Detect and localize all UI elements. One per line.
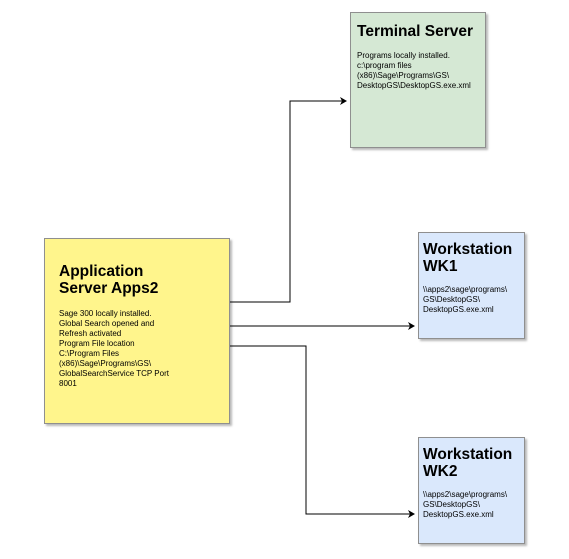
workstation-wk1-description: \\apps2\sage\programs\ GS\DesktopGS\ Des…	[423, 285, 518, 315]
terminal-server-line: c:\program files	[357, 61, 412, 71]
terminal-server-description: Programs locally installed. c:\program f…	[357, 51, 479, 91]
workstation-wk2-line: GS\DesktopGS\	[423, 500, 480, 510]
application-server-line: GlobalSearchService TCP Port	[59, 369, 169, 379]
workstation-wk1-title: Workstation WK1	[423, 241, 518, 275]
terminal-server-title: Terminal Server	[357, 23, 474, 40]
terminal-server-line: Programs locally installed.	[357, 51, 450, 61]
workstation-wk1-line: DesktopGS.exe.xml	[423, 305, 494, 315]
workstation-wk1-line: \\apps2\sage\programs\	[423, 285, 508, 295]
terminal-server-node[interactable]: Terminal Server Programs locally install…	[350, 12, 486, 148]
workstation-wk1-node[interactable]: Workstation WK1 \\apps2\sage\programs\ G…	[418, 232, 525, 339]
workstation-wk1-title-line: Workstation	[423, 241, 513, 258]
workstation-wk1-title-line: WK1	[423, 258, 458, 276]
edge-app-to-terminal	[230, 97, 347, 303]
terminal-server-line: DesktopGS\DesktopGS.exe.xml	[357, 81, 471, 91]
workstation-wk2-line: DesktopGS.exe.xml	[423, 510, 494, 520]
workstation-wk1-line: GS\DesktopGS\	[423, 295, 480, 305]
application-server-line: (x86)\Sage\Programs\GS\	[59, 359, 152, 369]
application-server-title: Application Server Apps2	[59, 263, 223, 297]
workstation-wk2-title-line: Workstation	[423, 446, 513, 463]
application-server-line: Refresh activated	[59, 329, 122, 339]
application-server-title-line: Application	[59, 263, 144, 280]
edge-app-to-wk2	[230, 345, 415, 518]
workstation-wk2-description: \\apps2\sage\programs\ GS\DesktopGS\ Des…	[423, 490, 518, 520]
application-server-line: Program File location	[59, 339, 135, 349]
workstation-wk2-title: Workstation WK2	[423, 446, 518, 480]
application-server-line: 8001	[59, 379, 77, 389]
application-server-line: C:\Program Files	[59, 349, 120, 359]
application-server-description: Sage 300 locally installed. Global Searc…	[59, 309, 223, 389]
workstation-wk2-line: \\apps2\sage\programs\	[423, 490, 508, 500]
application-server-title-line: Server Apps2	[59, 280, 159, 298]
workstation-wk2-title-line: WK2	[423, 463, 458, 481]
application-server-line: Global Search opened and	[59, 319, 155, 329]
terminal-server-line: (x86)\Sage\Programs\GS\	[357, 71, 450, 81]
application-server-line: Sage 300 locally installed.	[59, 309, 152, 319]
workstation-wk2-node[interactable]: Workstation WK2 \\apps2\sage\programs\ G…	[418, 437, 525, 544]
application-server-node[interactable]: Application Server Apps2 Sage 300 locall…	[44, 238, 230, 424]
